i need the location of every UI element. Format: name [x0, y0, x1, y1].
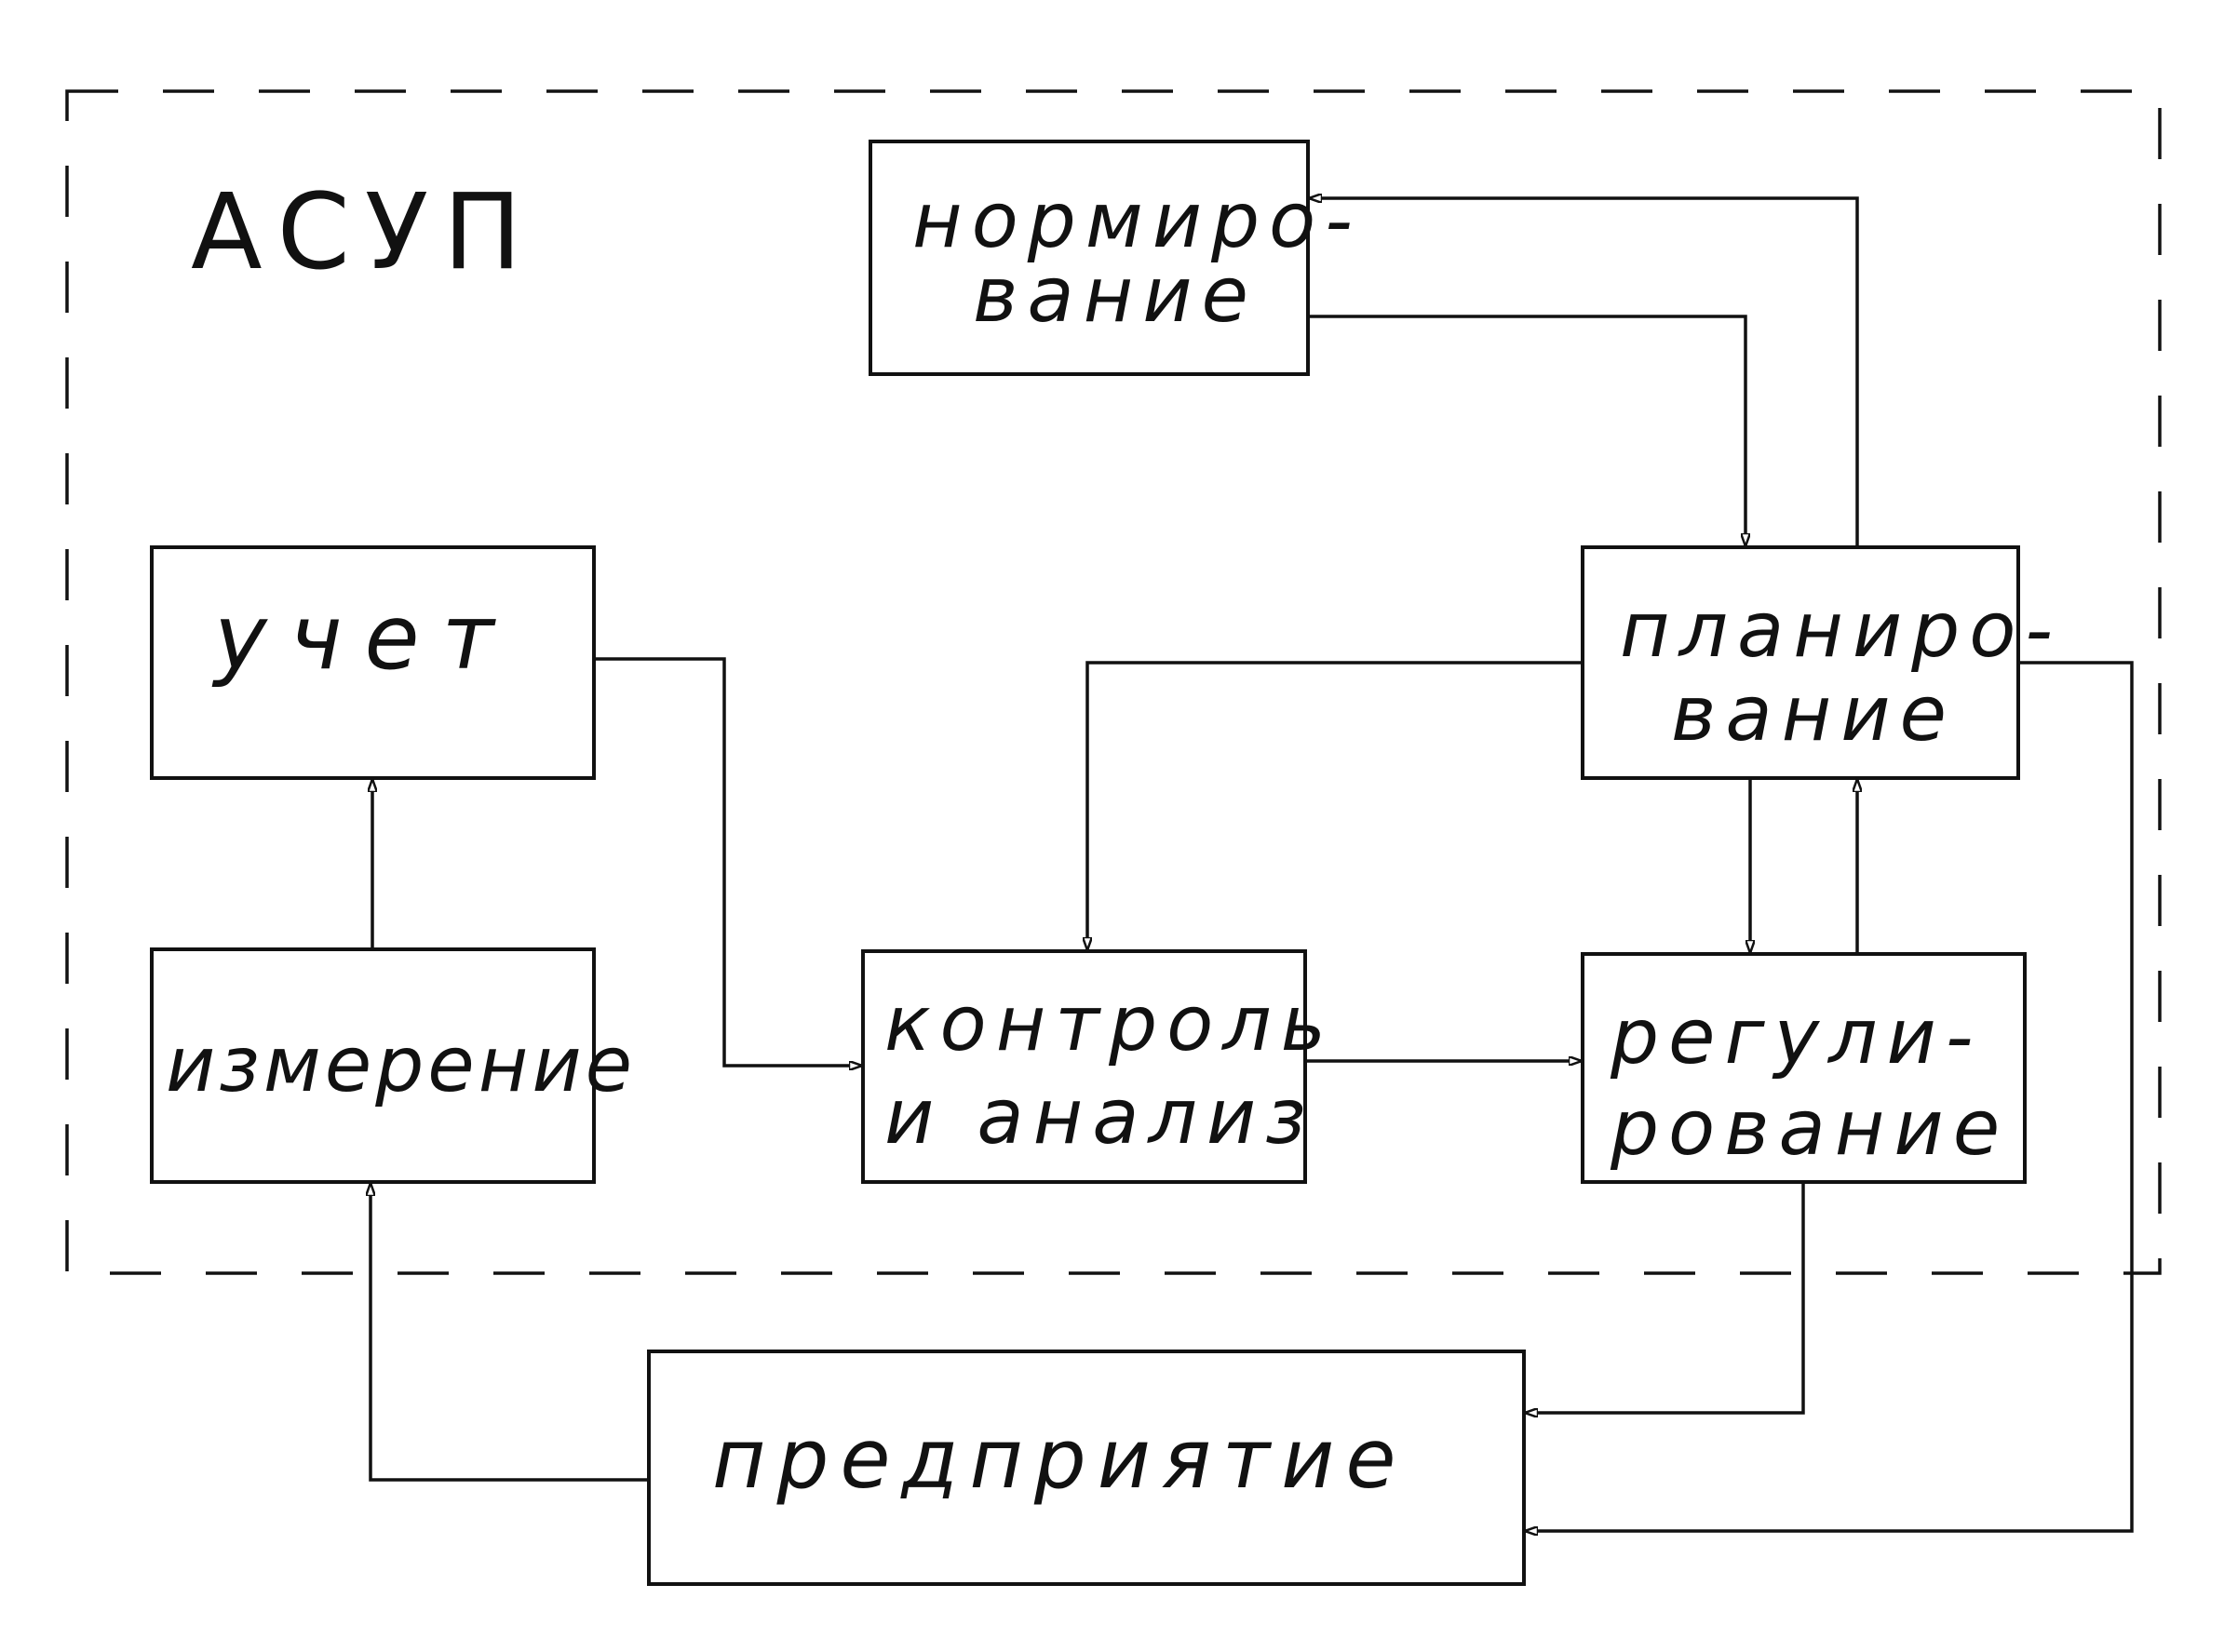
node-normirovanie: нормиро- вание [869, 140, 1362, 376]
edge-predpriyatie-to-izmerenie [371, 1184, 649, 1482]
node-normirovanie-line1: нормиро- [912, 177, 1362, 265]
node-planirovanie-line1: планиро- [1620, 586, 2062, 675]
node-regulirovanie: регули- рование [1581, 952, 2027, 1184]
edge-uchet-to-kontrol [594, 657, 861, 1066]
node-uchet-line1: учет [211, 585, 517, 690]
node-planirovanie-line2: вание [1671, 670, 1956, 759]
node-planirovanie: планиро- вание [1581, 545, 2062, 780]
node-predpriyatie: предприятие [647, 1350, 1526, 1586]
edge-planirovanie-to-kontrol [1087, 661, 1583, 949]
node-kontrol-line2: и анализ [884, 1073, 1315, 1162]
node-kontrol-line1: контроль [884, 980, 1335, 1068]
diagram-title: АСУП [191, 172, 536, 293]
node-normirovanie-line2: вание [973, 251, 1258, 340]
edge-planirovanie-to-normirovanie [1310, 198, 1859, 547]
node-izmerenie: измерение [150, 947, 636, 1184]
edge-normirovanie-to-planirovanie [1308, 315, 1746, 545]
node-kontrol-analiz: контроль и анализ [861, 949, 1335, 1184]
node-regulirovanie-line2: рование [1610, 1084, 2009, 1173]
node-predpriyatie-line1: предприятие [712, 1411, 1408, 1507]
asup-system-boundary [65, 89, 2162, 1275]
node-regulirovanie-line1: регули- [1610, 993, 1982, 1081]
edge-planirovanie-to-predpriyatie [1526, 661, 2134, 1531]
node-izmerenie-line1: измерение [166, 1021, 636, 1109]
edge-regulirovanie-to-predpriyatie [1526, 1182, 1805, 1413]
node-uchet: учет [150, 545, 596, 780]
